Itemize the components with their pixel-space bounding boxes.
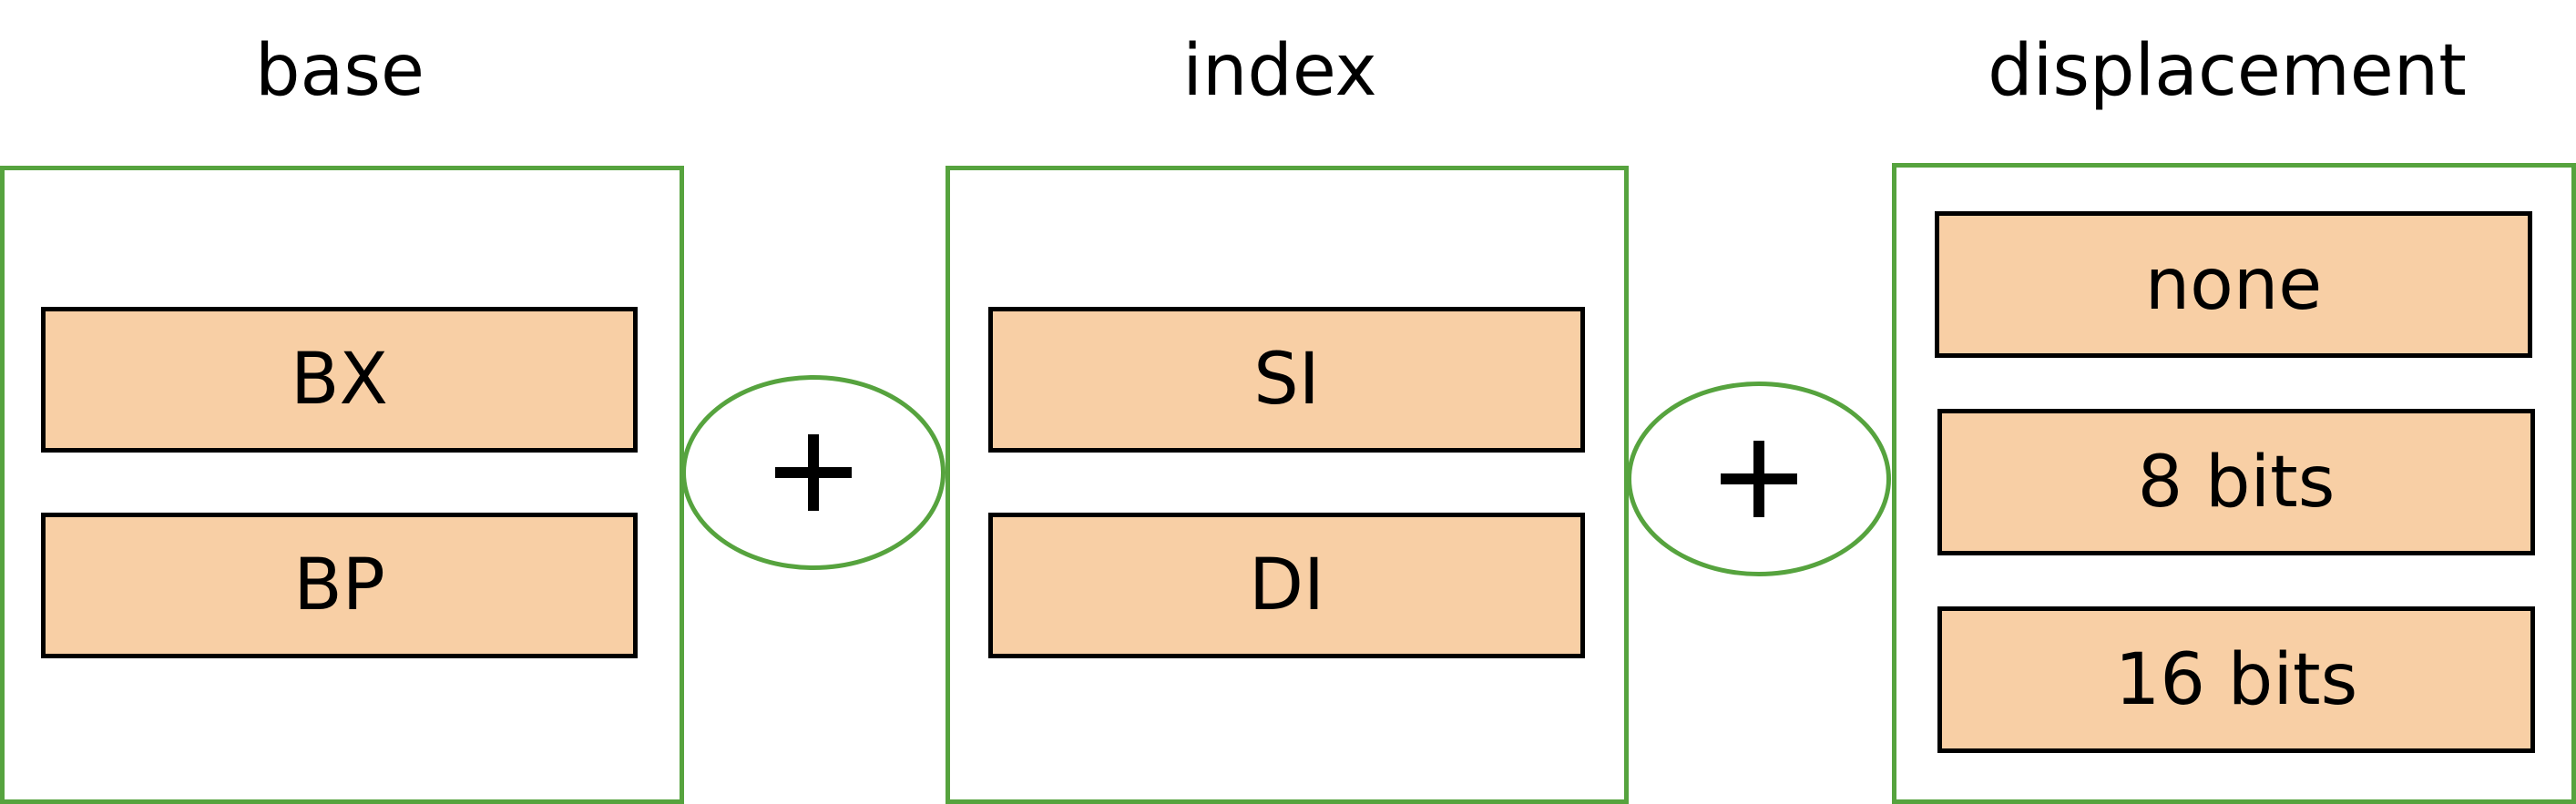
base-group: BX BP bbox=[0, 166, 684, 804]
displacement-option-8-bits: 8 bits bbox=[1937, 409, 2535, 555]
base-option-bx: BX bbox=[41, 307, 638, 453]
plus-icon bbox=[775, 434, 852, 511]
plus-operator-1 bbox=[681, 375, 946, 570]
base-option-bp: BP bbox=[41, 513, 638, 658]
plus-icon bbox=[1721, 441, 1797, 517]
index-option-di: DI bbox=[988, 513, 1585, 658]
index-group: SI DI bbox=[946, 166, 1629, 804]
displacement-option-16-bits: 16 bits bbox=[1937, 606, 2535, 753]
index-heading: index bbox=[1182, 30, 1377, 112]
displacement-heading: displacement bbox=[1988, 30, 2467, 112]
base-heading: base bbox=[255, 30, 424, 112]
plus-operator-2 bbox=[1627, 382, 1891, 576]
displacement-group: none 8 bits 16 bits bbox=[1892, 163, 2576, 804]
index-option-si: SI bbox=[988, 307, 1585, 453]
displacement-option-none: none bbox=[1935, 211, 2532, 358]
